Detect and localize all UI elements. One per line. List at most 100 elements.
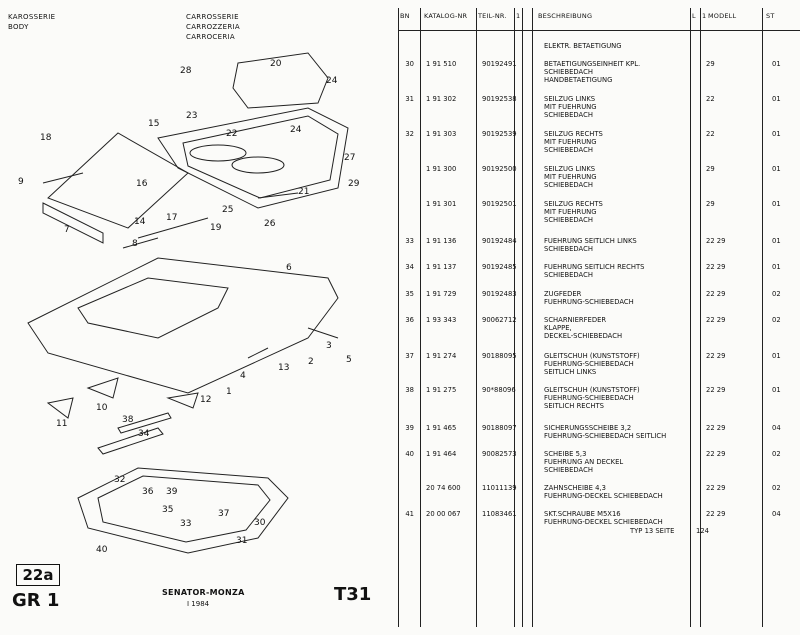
- col-header-mark2: 1: [702, 12, 707, 20]
- row-teil-nr: 90192483: [482, 290, 517, 298]
- row-description: SEILZUG RECHTS MIT FUEHRUNG SCHIEBEDACH: [544, 130, 603, 154]
- row-teil-nr: 90*88096: [482, 386, 516, 394]
- table-rule: [514, 8, 515, 627]
- sunroof-drawing: 28 20 24 15 23 22 24 18 16 27 29 9 21 14…: [18, 52, 360, 573]
- row-teil-nr: 90192500: [482, 165, 517, 173]
- row-katalog-nr: 1 93 343: [426, 316, 457, 324]
- col-header-desc: BESCHREIBUNG: [538, 12, 593, 20]
- col-header-bn: BN: [400, 12, 410, 20]
- callout-16: 16: [136, 179, 148, 189]
- row-teil-nr: 90192501: [482, 200, 517, 208]
- row-modell: 29: [706, 165, 715, 173]
- row-description: BETAETIGUNGSEINHEIT KPL. SCHIEBEDACH HAN…: [544, 60, 641, 84]
- row-teil-nr: 11083461: [482, 510, 517, 518]
- row-teil-nr: 90082573: [482, 450, 517, 458]
- row-teil-nr: 90192485: [482, 263, 517, 271]
- callout-1: 1: [226, 387, 232, 397]
- section-de: KAROSSERIE: [8, 13, 56, 21]
- col-header-mark: 1: [516, 12, 521, 20]
- model-label: SENATOR-MONZA: [162, 588, 245, 597]
- row-modell: 22 29: [706, 237, 726, 245]
- table-rule: [522, 8, 523, 627]
- row-bn: 36: [405, 316, 414, 324]
- row-st: 02: [772, 290, 781, 298]
- section-en: BODY: [8, 23, 29, 31]
- table-rule: [762, 8, 763, 627]
- row-description: SEILZUG RECHTS MIT FUEHRUNG SCHIEBEDACH: [544, 200, 603, 224]
- callout-8: 8: [132, 239, 138, 249]
- row-teil-nr: 11011139: [482, 484, 517, 492]
- callout-39: 39: [166, 487, 178, 497]
- row-teil-nr: 90062712: [482, 316, 517, 324]
- callout-17: 17: [166, 213, 177, 223]
- row-bn: 39: [405, 424, 414, 432]
- callout-40: 40: [96, 545, 108, 555]
- section-fr: CARROSSERIE: [186, 13, 239, 21]
- callout-32: 32: [114, 475, 125, 485]
- callout-2: 2: [308, 357, 314, 367]
- callout-28: 28: [180, 66, 192, 76]
- callout-5: 5: [346, 355, 352, 365]
- row-katalog-nr: 20 00 067: [426, 510, 461, 518]
- table-rule: [700, 8, 701, 627]
- row-description: SCHEIBE 5,3 FUEHRUNG AN DECKEL SCHIEBEDA…: [544, 450, 624, 474]
- row-st: 01: [772, 386, 781, 394]
- row-bn: 41: [405, 510, 414, 518]
- callout-7: 7: [64, 225, 70, 235]
- row-modell: 22 29: [706, 263, 726, 271]
- row-bn: 32: [405, 130, 414, 138]
- row-st: 01: [772, 263, 781, 271]
- callout-27: 27: [344, 153, 355, 163]
- section-es: CARROCERIA: [186, 33, 235, 41]
- callout-24: 24: [326, 76, 338, 86]
- table-rule: [420, 8, 421, 627]
- col-header-st: ST: [766, 12, 775, 20]
- row-description: GLEITSCHUH (KUNSTSTOFF) FUEHRUNG-SCHIEBE…: [544, 352, 640, 376]
- row-st: 01: [772, 352, 781, 360]
- row-katalog-nr: 1 91 300: [426, 165, 457, 173]
- row-description: SEILZUG LINKS MIT FUEHRUNG SCHIEBEDACH: [544, 165, 597, 189]
- row-description: ZUGFEDER FUEHRUNG-SCHIEBEDACH: [544, 290, 634, 306]
- group-label: GR 1: [12, 590, 60, 611]
- row-st: 01: [772, 95, 781, 103]
- callout-4: 4: [240, 371, 246, 381]
- figure-label: 22a: [16, 564, 60, 586]
- callout-38: 38: [122, 415, 134, 425]
- callout-34: 34: [138, 429, 150, 439]
- row-bn: 31: [405, 95, 414, 103]
- row-st: 01: [772, 200, 781, 208]
- section-it: CARROZZERIA: [186, 23, 240, 31]
- row-katalog-nr: 1 91 464: [426, 450, 457, 458]
- row-katalog-nr: 1 91 729: [426, 290, 457, 298]
- row-teil-nr: 90192484: [482, 237, 517, 245]
- row-modell: 22 29: [706, 316, 726, 324]
- callout-19: 19: [210, 223, 222, 233]
- row-st: 02: [772, 450, 781, 458]
- row-katalog-nr: 20 74 600: [426, 484, 461, 492]
- row-description: ZAHNSCHEIBE 4,3 FUEHRUNG-DECKEL SCHIEBED…: [544, 484, 663, 500]
- row-katalog-nr: 1 91 274: [426, 352, 457, 360]
- row-description: FUEHRUNG SEITLICH LINKS SCHIEBEDACH: [544, 237, 637, 253]
- callout-31: 31: [236, 536, 247, 546]
- callout-25: 25: [222, 205, 233, 215]
- row-bn: 35: [405, 290, 414, 298]
- row-modell: 22 29: [706, 450, 726, 458]
- callout-12: 12: [200, 395, 211, 405]
- table-rule: [476, 8, 477, 627]
- col-header-l: L: [692, 12, 696, 20]
- row-katalog-nr: 1 91 303: [426, 130, 457, 138]
- row-st: 02: [772, 484, 781, 492]
- table-rule: [532, 8, 533, 627]
- row-teil-nr: 90188095: [482, 352, 517, 360]
- callout-9: 9: [18, 177, 24, 187]
- row-description: SCHARNIERFEDER KLAPPE, DECKEL-SCHIEBEDAC…: [544, 316, 623, 340]
- row-st: 02: [772, 316, 781, 324]
- callout-33: 33: [180, 519, 191, 529]
- exploded-parts-diagram: 28 20 24 15 23 22 24 18 16 27 29 9 21 14…: [8, 48, 364, 573]
- row-description: SICHERUNGSSCHEIBE 3,2 FUEHRUNG-SCHIEBEDA…: [544, 424, 667, 440]
- callout-21: 21: [298, 187, 309, 197]
- model-date: I 1984: [187, 600, 210, 608]
- row-modell: 22: [706, 95, 715, 103]
- section-title: ELEKTR. BETAETIGUNG: [544, 42, 622, 50]
